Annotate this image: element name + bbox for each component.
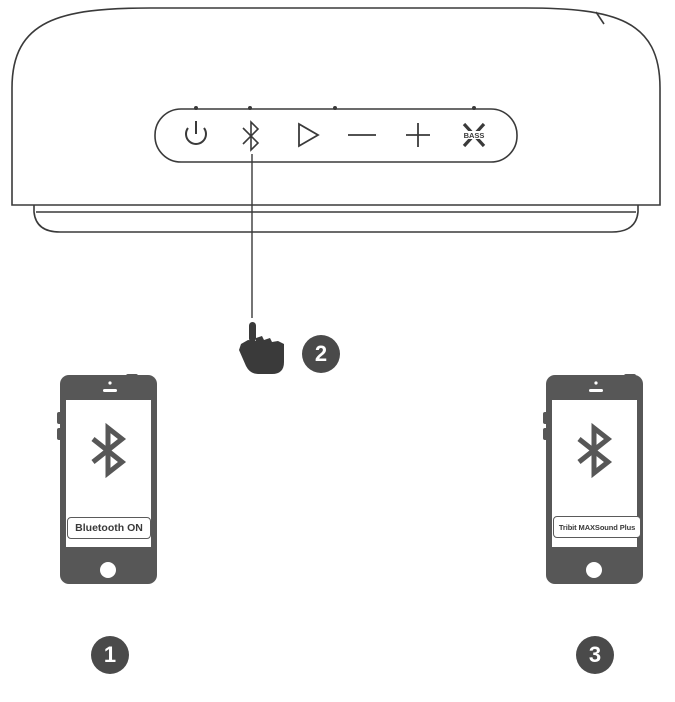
indicator-dot [248, 106, 252, 110]
plus-icon [406, 123, 430, 147]
play-button[interactable] [299, 124, 318, 146]
power-button[interactable] [186, 121, 206, 144]
pointing-hand-icon [239, 322, 284, 374]
xbass-label: BASS [464, 131, 485, 140]
phone-left [57, 374, 157, 584]
home-button [100, 562, 116, 578]
step-3-number: 3 [576, 636, 614, 674]
home-button [586, 562, 602, 578]
indicator-dot [333, 106, 337, 110]
xbass-button[interactable]: BASS [463, 124, 485, 146]
device-name-label: Tribit MAXSound Plus [553, 516, 641, 538]
bluetooth-button[interactable] [243, 122, 258, 150]
speaker: BASS [12, 8, 660, 232]
volume-up-button[interactable] [406, 123, 430, 147]
phone-right [543, 374, 643, 584]
speaker-base [34, 205, 638, 232]
bluetooth-icon [243, 122, 258, 150]
play-icon [299, 124, 318, 146]
indicator-dot [472, 106, 476, 110]
indicator-dot [194, 106, 198, 110]
phone-status-label: Bluetooth ON [67, 517, 151, 539]
step-2-number: 2 [302, 335, 340, 373]
step-1-number: 1 [91, 636, 129, 674]
